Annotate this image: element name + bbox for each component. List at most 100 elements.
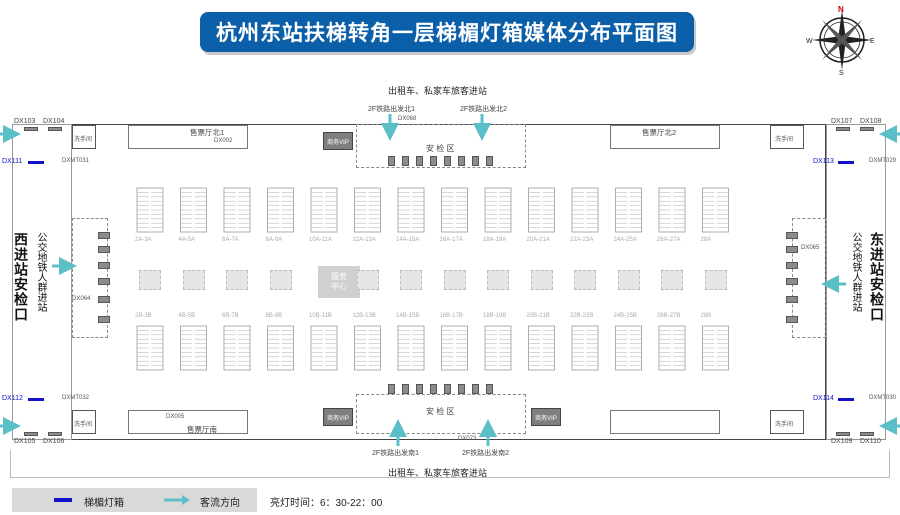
security-zone-south — [356, 394, 526, 434]
vip-room-se: 商务VIP — [531, 408, 561, 426]
gate-north-1 — [402, 156, 409, 166]
ticket-hall-north-2 — [610, 125, 720, 149]
ticket-hall-north-2-label: 售票厅北2 — [642, 128, 677, 137]
block-dx109 — [836, 432, 850, 436]
code-dx104: DX104 — [43, 118, 65, 125]
west-bus-label: 公交地铁人群进站 — [35, 232, 46, 312]
gate-north-0 — [388, 156, 395, 166]
ticket-hall-south — [128, 410, 248, 434]
east-turnstile-0 — [786, 232, 798, 239]
gate-label-bottom: 14B-15B — [396, 313, 420, 319]
code-dx073: DX073 — [458, 436, 477, 442]
gate-label-bottom: 10B-11B — [309, 313, 332, 319]
gate-label-top: 4A-5A — [178, 237, 196, 243]
gate-label-bottom: 22B-23B — [570, 313, 594, 319]
gate-label-bottom: 12B-13B — [352, 313, 376, 319]
stair-north-2 — [223, 187, 251, 233]
restroom-se-label: 洗手间 — [775, 422, 794, 428]
code-dx105: DX105 — [14, 438, 36, 445]
block-dx106 — [48, 432, 62, 436]
stair-south-6 — [397, 325, 425, 371]
code-dx068: DX068 — [398, 116, 417, 122]
gate-label-top: 6A-7A — [222, 237, 239, 243]
gate-south-3 — [430, 384, 437, 394]
code-dx108: DX108 — [860, 118, 882, 125]
stair-north-8 — [484, 187, 512, 233]
gate-south-6 — [472, 384, 479, 394]
gate-label-top: 10A-11A — [309, 237, 332, 243]
east-entrance-label: 东进站安检口 — [869, 232, 885, 322]
kiosk — [487, 270, 509, 290]
west-turnstile-4 — [98, 296, 110, 303]
gate-label-bottom: 8B-9B — [265, 313, 283, 319]
gate-south-4 — [444, 384, 451, 394]
stair-south-9 — [528, 325, 555, 371]
security-zone-north — [356, 124, 526, 168]
code-dx112: DX112 — [2, 395, 23, 402]
gate-south-2 — [416, 384, 423, 394]
gate-label-bottom: 18B-19B — [483, 313, 507, 319]
code-dx114: DX114 — [813, 395, 834, 402]
stair-north-5 — [354, 187, 381, 233]
page-title: 杭州东站扶梯转角一层梯楣灯箱媒体分布平面图 — [200, 12, 694, 52]
code-dx110: DX110 — [860, 438, 881, 445]
stair-north-3 — [267, 187, 294, 233]
code-dx002: DX002 — [214, 138, 233, 144]
stair-north-12 — [658, 187, 686, 233]
west-turnstile-0 — [98, 232, 110, 239]
stair-north-11 — [615, 187, 642, 233]
north-exit-2-label: 2F铁路出发北2 — [460, 106, 508, 113]
stair-south-11 — [615, 325, 642, 371]
stair-north-0 — [136, 187, 164, 233]
code-dxmt032: DXMT032 — [62, 395, 90, 401]
code-dxmt030: DXMT030 — [869, 395, 897, 401]
legend-flow-arrow-icon — [164, 495, 190, 505]
kiosk — [704, 270, 727, 290]
kiosk — [617, 270, 640, 290]
block-dx103 — [24, 127, 38, 131]
gate-south-7 — [486, 384, 493, 394]
stair-north-10 — [571, 187, 599, 233]
restroom-sw-label: 洗手间 — [74, 422, 93, 428]
east-turnstile-5 — [786, 316, 798, 323]
code-dx109: DX109 — [831, 438, 853, 445]
stair-south-5 — [354, 325, 381, 371]
lightbox-dx114 — [838, 398, 854, 401]
stair-south-0 — [136, 325, 164, 371]
restroom-nw-label: 洗手间 — [74, 137, 93, 143]
east-turnstile-4 — [786, 296, 798, 303]
north-exit-1-label: 2F铁路出发北1 — [368, 106, 416, 113]
gate-north-6 — [472, 156, 479, 166]
svg-text:S: S — [839, 70, 844, 76]
stair-south-7 — [441, 325, 468, 371]
block-dx107 — [836, 127, 850, 131]
gate-label-top: 24A-25A — [613, 237, 637, 243]
west-turnstile-5 — [98, 316, 110, 323]
restroom-nw — [72, 125, 96, 149]
lighting-time: 亮灯时间：6：30-22：00 — [270, 498, 383, 509]
code-dxmt031: DXMT031 — [62, 158, 90, 164]
stair-south-13 — [702, 325, 729, 371]
restroom-sw — [72, 410, 96, 434]
hall-south-east — [610, 410, 720, 434]
lightbox-dx111 — [28, 161, 44, 164]
block-dx108 — [860, 127, 874, 131]
gate-north-5 — [458, 156, 465, 166]
gate-label-bottom: 20B-21B — [526, 313, 550, 319]
vip-room-nw: 商务VIP — [323, 132, 353, 150]
restroom-ne-label: 洗手间 — [775, 137, 794, 143]
kiosk — [356, 270, 379, 290]
gate-label-top: 22A-23A — [570, 237, 594, 243]
legend-lightbox-swatch — [54, 498, 72, 502]
gate-label-bottom: 4B-5B — [178, 313, 196, 319]
block-dx105 — [24, 432, 38, 436]
stair-south-2 — [223, 325, 251, 371]
south-exit-1-label: 2F铁路出发南1 — [372, 450, 420, 457]
gate-label-top: 20A-21A — [526, 237, 550, 243]
gate-label-top: 12A-13A — [352, 237, 376, 243]
ticket-hall-north-1-label: 售票厅北1 — [190, 128, 225, 137]
block-dx104 — [48, 127, 62, 131]
kiosk — [139, 270, 161, 290]
east-turnstile-2 — [786, 262, 798, 269]
ticket-hall-north-1 — [128, 125, 248, 149]
